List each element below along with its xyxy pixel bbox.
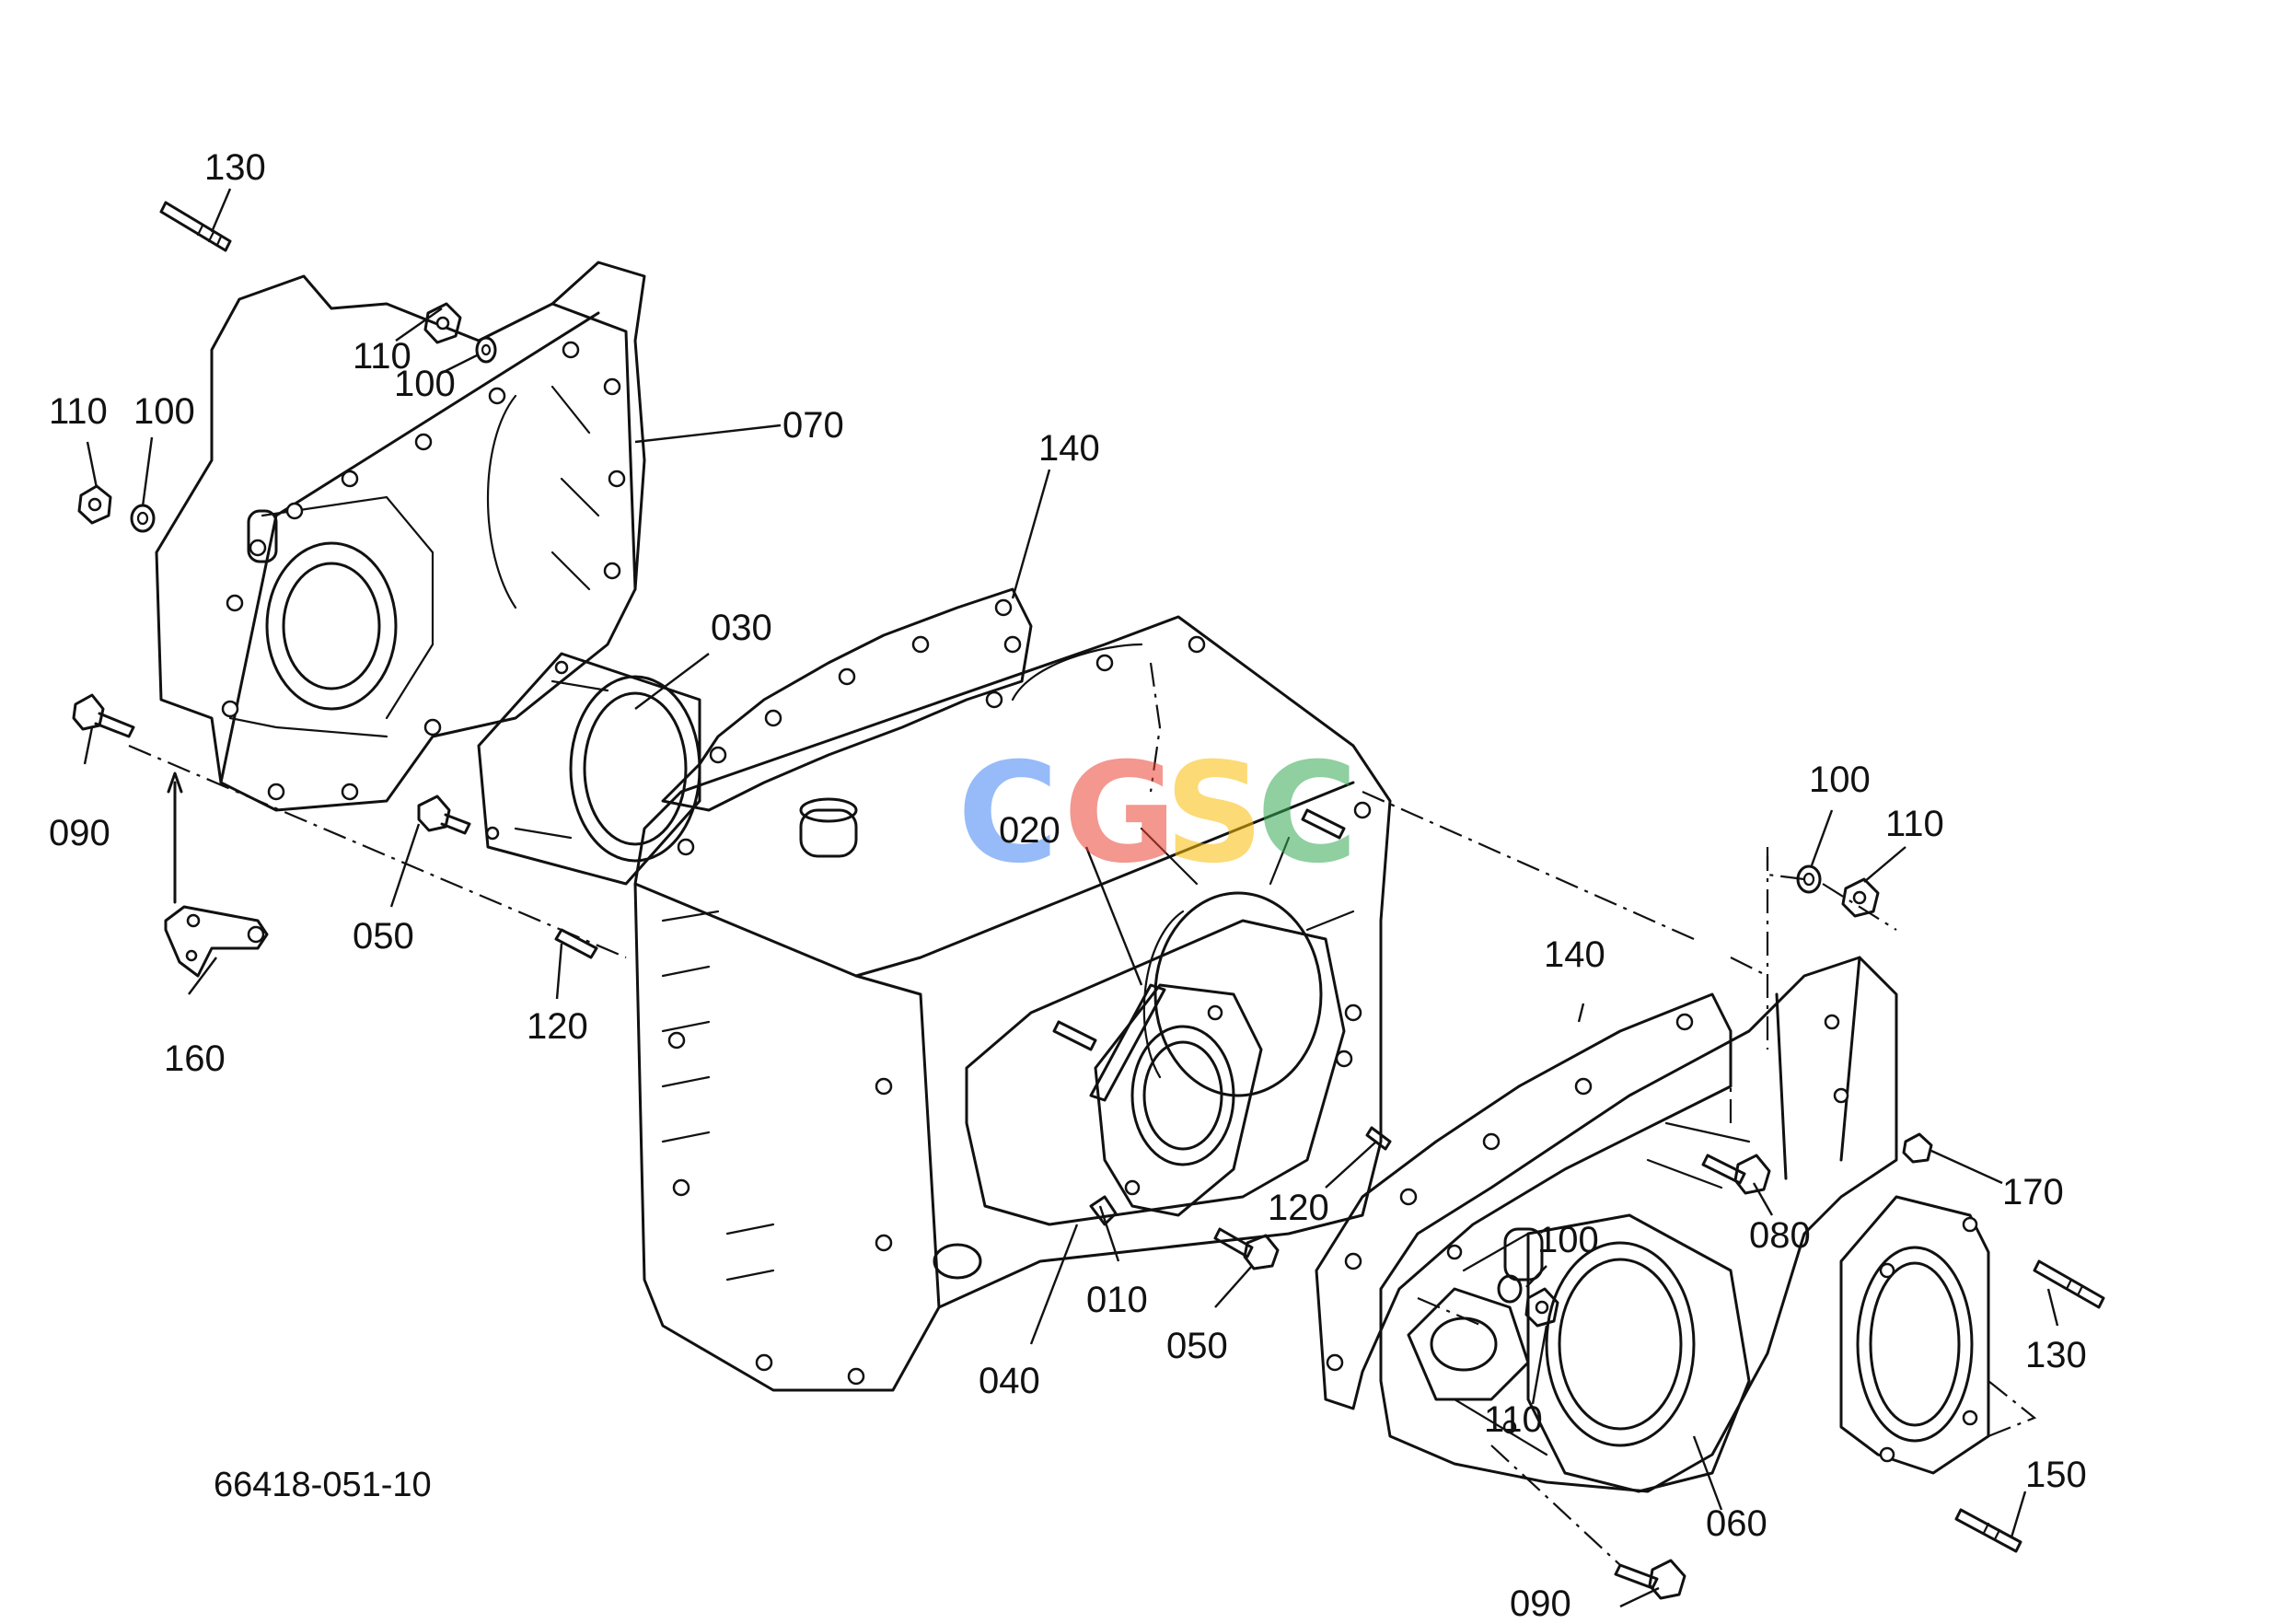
plug-170 (1902, 1132, 1933, 1164)
washer-100-left (130, 504, 156, 533)
front-cover-070 (155, 261, 646, 812)
label-060: 060 (1706, 1503, 1767, 1544)
label-100-upper: 100 (394, 364, 456, 404)
watermark-logo: C G S C (957, 734, 1358, 894)
label-100-left: 100 (133, 391, 195, 432)
pin-120-right (1365, 1126, 1392, 1151)
label-150: 150 (2025, 1455, 2087, 1495)
watermark-letter-1: C (957, 734, 1059, 894)
label-130-top: 130 (204, 147, 266, 188)
nut-110-right (1841, 877, 1880, 918)
bolt-090-left (72, 693, 135, 738)
label-010: 010 (1086, 1280, 1148, 1320)
label-110-right: 110 (1885, 804, 1944, 844)
stud-130-right (2033, 1259, 2105, 1309)
gasket-140-upper (661, 587, 1033, 812)
bolt-080 (1701, 1154, 1771, 1195)
bolt-050-left (417, 795, 471, 835)
label-140-lower: 140 (1544, 934, 1605, 975)
label-100-lower: 100 (1537, 1220, 1599, 1260)
label-170: 170 (2002, 1172, 2064, 1212)
label-030: 030 (711, 608, 772, 648)
leader-lines (83, 188, 2059, 1608)
washer-100-top (475, 336, 497, 364)
label-090-left: 090 (49, 813, 110, 853)
rear-gasket-140 (1315, 992, 1733, 1410)
stud-130-left (159, 201, 232, 252)
watermark-letter-3: S (1165, 734, 1264, 894)
rear-flange-plate (1839, 1195, 1990, 1475)
label-100-right: 100 (1809, 760, 1871, 800)
retainer-010 (1094, 983, 1263, 1217)
part-labels: 130 110 100 110 100 070 140 030 090 050 … (49, 147, 2087, 1624)
nut-110-lower (1524, 1287, 1559, 1328)
label-110-upper: 110 (353, 336, 411, 377)
label-110-lower: 110 (1484, 1399, 1543, 1440)
assembly-centerlines (128, 744, 2037, 1566)
rear-housing-060 (1379, 956, 1898, 1493)
clip-040 (1089, 1195, 1118, 1226)
label-120-right: 120 (1268, 1188, 1329, 1228)
stud-150 (1954, 1508, 2022, 1553)
label-040: 040 (979, 1361, 1040, 1401)
bearing-sleeve-030 (477, 652, 701, 886)
label-140-upper: 140 (1038, 428, 1100, 469)
label-020: 020 (999, 810, 1060, 851)
label-090-right: 090 (1510, 1583, 1571, 1624)
label-130-right: 130 (2025, 1335, 2087, 1375)
label-050-left: 050 (353, 916, 414, 957)
drawing-code: 66418-051-10 (214, 1466, 432, 1504)
bolt-050-right (1213, 1227, 1280, 1270)
washer-100-lower (1497, 1274, 1523, 1304)
bolt-090-right (1614, 1559, 1686, 1600)
label-110-left: 110 (49, 391, 108, 432)
label-160: 160 (164, 1038, 226, 1079)
stud-in-case (1052, 808, 1346, 1051)
nut-110-left (77, 484, 112, 525)
label-080: 080 (1749, 1215, 1811, 1256)
label-050-right: 050 (1166, 1326, 1228, 1366)
label-070: 070 (782, 405, 844, 446)
shim-020 (1089, 983, 1166, 1102)
pin-120-left (554, 928, 598, 959)
label-120-left: 120 (527, 1006, 588, 1047)
transmission-case (633, 615, 1392, 1392)
nut-110-top (423, 302, 462, 344)
bracket-160 (164, 771, 269, 978)
watermark-letter-2: G (1063, 734, 1176, 894)
watermark-letter-4: C (1257, 734, 1358, 894)
